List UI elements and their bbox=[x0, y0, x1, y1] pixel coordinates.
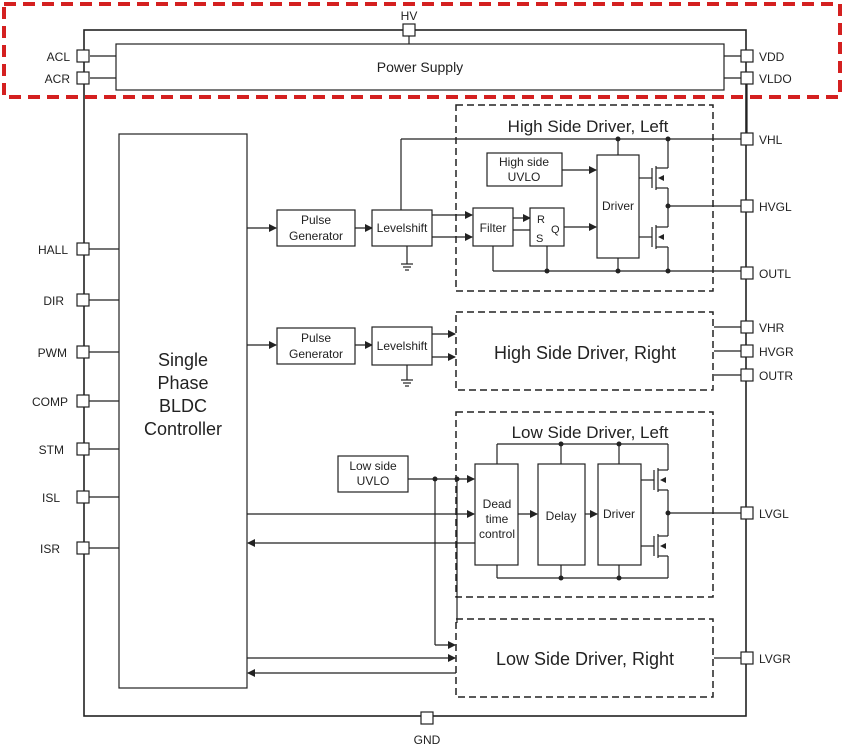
hs-left-group: High Side Driver, Left bbox=[455, 104, 714, 292]
pin-hvgl-label: HVGL bbox=[759, 200, 792, 214]
pulse-gen-left-line1: Pulse bbox=[301, 213, 331, 227]
latch-r-label: R bbox=[537, 214, 545, 226]
pin-gnd bbox=[420, 711, 434, 725]
driver-ls-left: Driver bbox=[597, 463, 642, 566]
pin-gnd-label: GND bbox=[414, 733, 441, 747]
controller-label-line1: Single bbox=[158, 350, 208, 370]
levelshift-left-label: Levelshift bbox=[377, 221, 428, 235]
pin-comp-label: COMP bbox=[32, 395, 68, 409]
ls-uvlo-line2: UVLO bbox=[357, 474, 390, 488]
pin-stm-label: STM bbox=[39, 443, 64, 457]
pulse-generator-right: Pulse Generator bbox=[276, 327, 356, 365]
pin-acr bbox=[76, 71, 90, 85]
pin-isl-label: ISL bbox=[42, 491, 60, 505]
hs-right-title: High Side Driver, Right bbox=[494, 343, 676, 363]
pin-stm bbox=[76, 442, 90, 456]
pin-lvgl-label: LVGL bbox=[759, 507, 789, 521]
pin-pwm-label: PWM bbox=[38, 346, 67, 360]
pin-dir-label: DIR bbox=[43, 294, 64, 308]
filter-block: Filter bbox=[472, 207, 514, 247]
pin-hall bbox=[76, 242, 90, 256]
hs-right-group: High Side Driver, Right bbox=[455, 311, 714, 391]
ls-right-title: Low Side Driver, Right bbox=[496, 649, 674, 669]
pin-comp bbox=[76, 394, 90, 408]
pin-isl bbox=[76, 490, 90, 504]
dead-time-line2: time bbox=[486, 512, 509, 526]
controller-label-line3: BLDC bbox=[159, 396, 207, 416]
bldc-controller-block: Single Phase BLDC Controller bbox=[118, 133, 248, 689]
controller-label-line2: Phase bbox=[157, 373, 208, 393]
pin-hall-label: HALL bbox=[38, 243, 68, 257]
levelshift-left: Levelshift bbox=[371, 209, 433, 247]
ls-uvlo-line1: Low side bbox=[349, 459, 397, 473]
pin-dir bbox=[76, 293, 90, 307]
delay-label: Delay bbox=[546, 509, 577, 523]
pulse-generator-left: Pulse Generator bbox=[276, 209, 356, 247]
driver-hs-left-label: Driver bbox=[602, 199, 634, 213]
pin-hv-label: HV bbox=[401, 9, 418, 23]
pin-vdd-label: VDD bbox=[759, 50, 785, 64]
pin-outl bbox=[740, 266, 754, 280]
ls-uvlo-block: Low side UVLO bbox=[337, 455, 409, 493]
pin-pwm bbox=[76, 345, 90, 359]
pin-vhr bbox=[740, 320, 754, 334]
ls-right-group: Low Side Driver, Right bbox=[455, 618, 714, 698]
pin-hvgr-label: HVGR bbox=[759, 345, 794, 359]
ls-left-title: Low Side Driver, Left bbox=[512, 423, 669, 442]
driver-ls-left-label: Driver bbox=[603, 507, 635, 521]
pin-lvgr-label: LVGR bbox=[759, 652, 791, 666]
pin-isr-label: ISR bbox=[40, 542, 60, 556]
pulse-gen-right-line2: Generator bbox=[289, 347, 343, 361]
hs-left-title: High Side Driver, Left bbox=[508, 117, 669, 136]
pin-hv bbox=[402, 23, 416, 37]
pin-vldo-label: VLDO bbox=[759, 72, 792, 86]
controller-label-line4: Controller bbox=[144, 419, 222, 439]
levelshift-right-label: Levelshift bbox=[377, 339, 428, 353]
pin-hvgr bbox=[740, 344, 754, 358]
latch-q-label: Q bbox=[551, 224, 560, 236]
pin-isr bbox=[76, 541, 90, 555]
pin-vdd bbox=[740, 49, 754, 63]
rs-latch-block: R S Q bbox=[529, 207, 565, 247]
hs-uvlo-line1: High side bbox=[499, 155, 549, 169]
hs-left-mosfets bbox=[651, 166, 668, 249]
dead-time-control-block: Dead time control bbox=[474, 463, 519, 566]
pin-lvgl bbox=[740, 506, 754, 520]
levelshift-right: Levelshift bbox=[371, 326, 433, 366]
pin-vhl-label: VHL bbox=[759, 133, 783, 147]
pulse-gen-right-line1: Pulse bbox=[301, 331, 331, 345]
delay-block: Delay bbox=[537, 463, 586, 566]
driver-hs-left: Driver bbox=[596, 154, 640, 259]
ls-left-group: Low Side Driver, Left bbox=[455, 411, 714, 598]
dead-time-line1: Dead bbox=[483, 497, 512, 511]
pin-outr-label: OUTR bbox=[759, 369, 793, 383]
power-supply-block: Power Supply bbox=[115, 43, 725, 91]
pin-outl-label: OUTL bbox=[759, 267, 791, 281]
pin-acr-label: ACR bbox=[45, 72, 71, 86]
pin-acl bbox=[76, 49, 90, 63]
ls-left-mosfets bbox=[653, 468, 668, 558]
latch-s-label: S bbox=[536, 233, 543, 245]
power-supply-label: Power Supply bbox=[377, 59, 463, 75]
dead-time-line3: control bbox=[479, 527, 515, 541]
pin-acl-label: ACL bbox=[47, 50, 71, 64]
pin-vhr-label: VHR bbox=[759, 321, 785, 335]
pin-vldo bbox=[740, 71, 754, 85]
pin-hvgl bbox=[740, 199, 754, 213]
pulse-gen-left-line2: Generator bbox=[289, 229, 343, 243]
hs-uvlo-line2: UVLO bbox=[508, 170, 541, 184]
pin-lvgr bbox=[740, 651, 754, 665]
hs-uvlo-block: High side UVLO bbox=[486, 152, 563, 187]
power-supply-highlight bbox=[2, 2, 842, 99]
filter-label: Filter bbox=[480, 221, 507, 235]
pin-vhl bbox=[740, 132, 754, 146]
pin-outr bbox=[740, 368, 754, 382]
